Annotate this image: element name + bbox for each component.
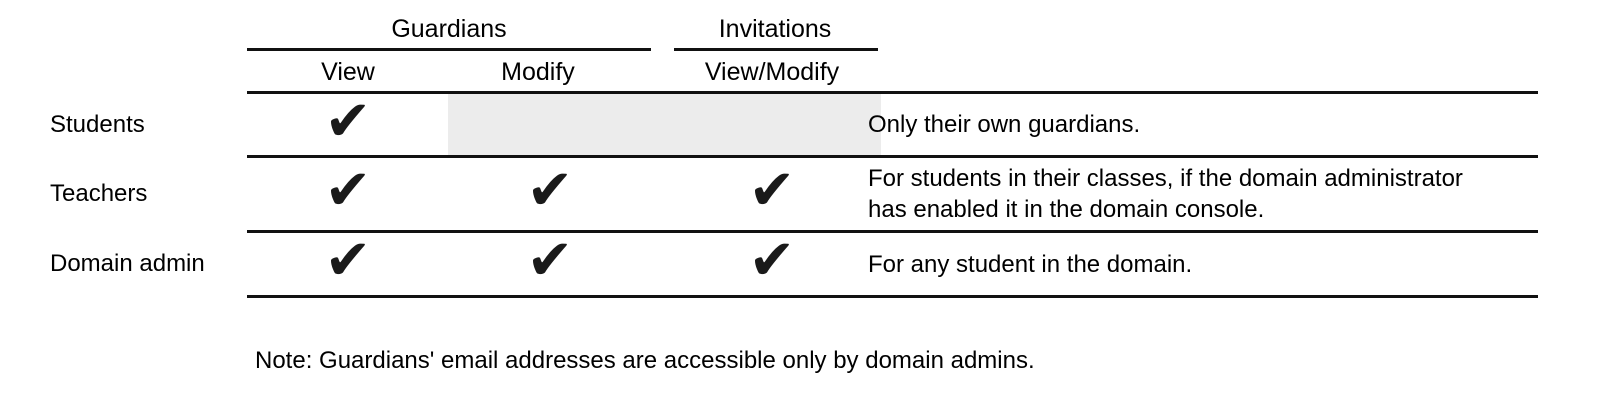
header-divider-rule [247,91,1538,94]
cell-students-modify [448,94,652,155]
footnote: Note: Guardians' email addresses are acc… [255,347,1035,374]
group-header-guardians: Guardians [391,14,507,43]
table-bottom-rule [247,295,1538,298]
check-icon: ✔ [324,88,372,154]
column-header-view: View [321,57,375,86]
row-label-teachers: Teachers [50,180,148,207]
guardians-underline [247,48,651,51]
check-icon: ✔ [526,228,574,293]
invitations-underline [674,48,878,51]
column-header-view-modify: View/Modify [704,57,840,86]
check-icon: ✔ [324,228,372,293]
cell-students-view-modify [662,94,882,155]
students-row-divider-rule [247,155,1538,158]
check-icon: ✔ [748,158,796,223]
note-teachers: For students in their classes, if the do… [868,165,1463,223]
note-domain-admin: For any student in the domain. [868,250,1193,278]
check-icon: ✔ [324,158,372,223]
check-icon: ✔ [526,158,574,223]
shaded-no-access-region [448,94,881,155]
group-header-invitations: Invitations [718,14,832,43]
note-students: Only their own guardians. [868,111,1141,138]
row-label-domain-admin: Domain admin [50,250,205,277]
row-label-students: Students [50,110,145,138]
teachers-row-divider-rule [247,230,1538,233]
check-icon: ✔ [748,228,796,293]
column-header-modify: Modify [501,57,575,86]
